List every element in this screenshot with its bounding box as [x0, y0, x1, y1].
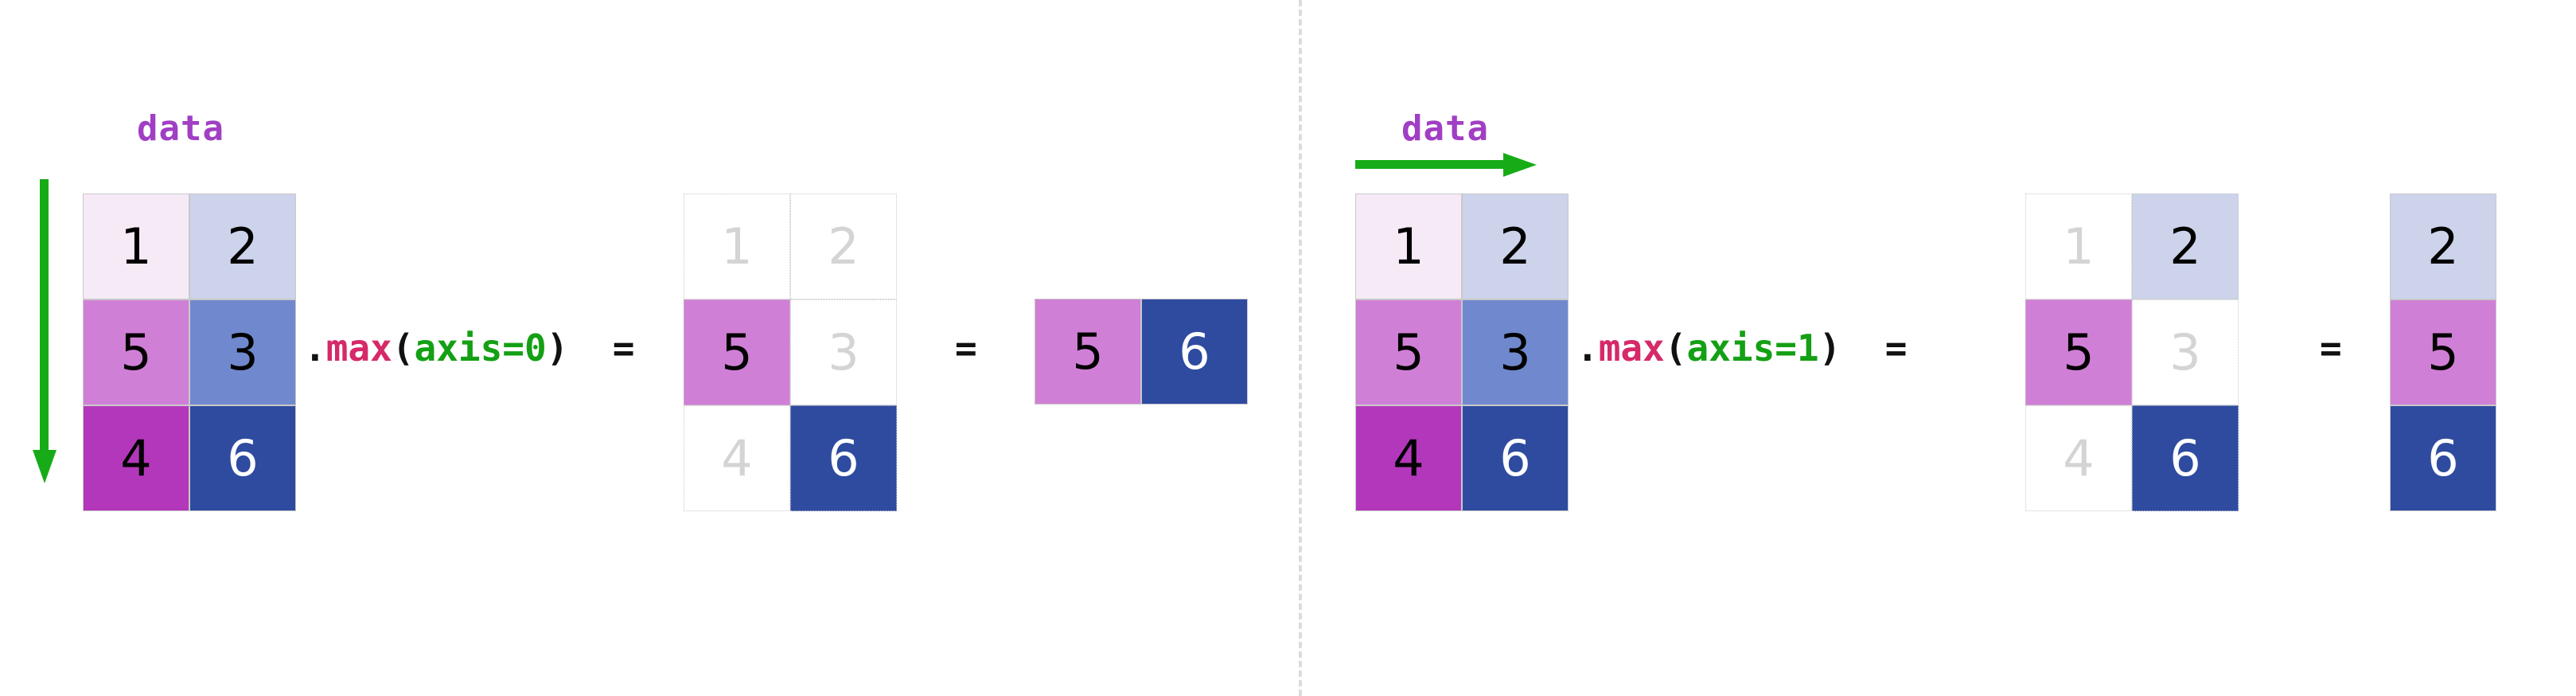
matrix-cell: 2: [2132, 194, 2239, 299]
matrix-cell: 2: [790, 194, 897, 299]
matrix-cell: 5: [1355, 299, 1462, 405]
matrix-cell: 5: [2390, 299, 2496, 405]
matrix-cell: 6: [2390, 405, 2496, 511]
matrix-cell: 6: [1141, 299, 1248, 405]
matrix-cell: 6: [790, 405, 897, 511]
panel-divider: [1299, 0, 1302, 696]
matrix-cell: 3: [2132, 299, 2239, 405]
matrix-cell: 1: [2025, 194, 2132, 299]
operation-label-right: .max(axis=1) =: [1576, 326, 1907, 370]
matrix-cell: 2: [1462, 194, 1569, 299]
matrix-cell: 6: [2132, 405, 2239, 511]
op-fn: max: [1598, 326, 1665, 370]
data-label-left: data: [137, 108, 224, 149]
op-fn: max: [325, 326, 392, 370]
op-open-paren: (: [1664, 326, 1687, 370]
matrix-cell: 3: [790, 299, 897, 405]
op-close-paren: ): [546, 326, 569, 370]
matrix-cell: 3: [1462, 299, 1569, 405]
equals-sign-left: =: [955, 326, 977, 370]
matrix-cell: 5: [2025, 299, 2132, 405]
matrix-cell: 1: [684, 194, 790, 299]
matrix-cell: 1: [1355, 194, 1462, 299]
operation-label-left: .max(axis=0) =: [304, 326, 634, 370]
matrix-cell: 2: [189, 194, 296, 299]
op-dot: .: [304, 326, 326, 370]
axis-arrow-right-icon: [1355, 153, 1540, 177]
matrix-cell: 4: [684, 405, 790, 511]
axis-arrow-down-icon: [33, 179, 57, 483]
matrix-cell: 6: [1462, 405, 1569, 511]
matrix-cell: 2: [2390, 194, 2496, 299]
matrix-cell: 3: [189, 299, 296, 405]
op-dot: .: [1576, 326, 1599, 370]
matrix-cell: 1: [83, 194, 189, 299]
data-label-right: data: [1401, 108, 1489, 149]
matrix-cell: 4: [1355, 405, 1462, 511]
matrix-cell: 4: [2025, 405, 2132, 511]
matrix-cell: 5: [83, 299, 189, 405]
matrix-cell: 5: [1035, 299, 1141, 405]
op-kwarg: axis=0: [414, 326, 547, 370]
op-equals: =: [1884, 326, 1908, 370]
equals-sign-right: =: [2320, 326, 2342, 370]
matrix-cell: 6: [189, 405, 296, 511]
op-kwarg: axis=1: [1686, 326, 1819, 370]
op-close-paren: ): [1818, 326, 1841, 370]
matrix-cell: 5: [684, 299, 790, 405]
matrix-cell: 4: [83, 405, 189, 511]
op-open-paren: (: [392, 326, 415, 370]
op-equals: =: [612, 326, 635, 370]
